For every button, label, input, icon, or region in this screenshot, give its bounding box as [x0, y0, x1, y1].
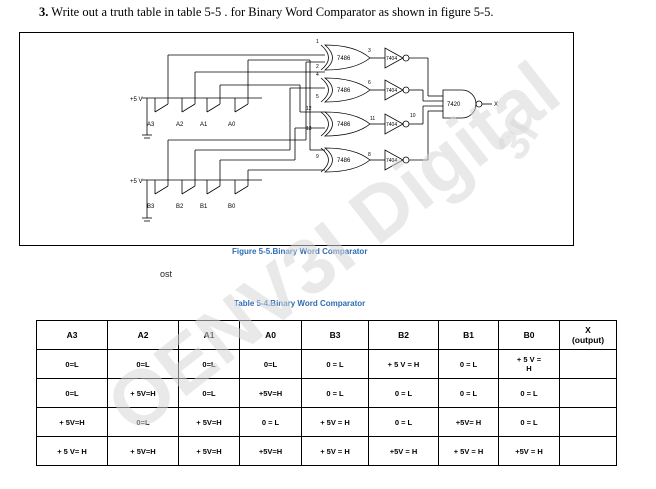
inv-label-2: 7404: [386, 88, 397, 94]
side-note: ost: [160, 269, 173, 279]
table-cell: + 5 V= H: [36, 436, 108, 466]
xnor-label-4: 7486: [337, 158, 351, 164]
pin-4: 4: [316, 72, 319, 78]
xnor-label-3: 7486: [337, 122, 351, 128]
question-number: 3.: [39, 5, 49, 19]
pin-9: 9: [316, 154, 319, 160]
xnor-label-2: 7486: [337, 88, 351, 94]
table-cell: + 5V=H: [178, 407, 240, 437]
table-cell: +5V=H: [239, 378, 302, 408]
table-cell: + 5V=H: [107, 436, 179, 466]
table-cell: +5V = H: [368, 436, 439, 466]
output-cell[interactable]: [559, 349, 617, 379]
header-b3: B3: [301, 320, 369, 350]
table-cell: + 5V=H: [107, 378, 179, 408]
table-cell: +5V = H: [498, 436, 560, 466]
inv-label-3: 7404: [386, 122, 397, 128]
table-cell: +5V= H: [438, 407, 499, 437]
table-row: + 5V=H 0=L + 5V=H 0 = L + 5V = H 0 = L +…: [36, 407, 617, 437]
header-x-sub: (output): [571, 335, 605, 345]
inv-label-4: 7404: [386, 158, 397, 164]
output-x-label: X: [494, 102, 498, 108]
label-a1: A1: [200, 122, 208, 128]
table-cell: 0=L: [178, 349, 240, 379]
question-text: 3. Write out a truth table in table 5-5 …: [39, 5, 494, 20]
table-cell: + 5V=H: [178, 436, 240, 466]
output-cell[interactable]: [559, 436, 617, 466]
header-a3: A3: [36, 320, 108, 350]
inv-label-1: 7404: [386, 56, 397, 62]
table-cell: 0=L: [107, 349, 179, 379]
header-x-label: X: [585, 325, 591, 335]
table-cell: + 5V = H: [438, 436, 499, 466]
pin-3: 3: [368, 48, 371, 54]
table-cell: 0=L: [36, 378, 108, 408]
question-body: Write out a truth table in table 5-5 . f…: [51, 5, 494, 19]
label-a0: A0: [228, 122, 236, 128]
output-cell[interactable]: [559, 378, 617, 408]
supply-top-label: +5 V: [130, 97, 143, 103]
table-header-row: A3 A2 A1 A0 B3 B2 B1 B0 X (output): [36, 320, 617, 350]
label-b1: B1: [200, 204, 208, 210]
table-cell: 0 = L: [239, 407, 302, 437]
label-b2: B2: [176, 204, 184, 210]
table-cell: 0 = L: [301, 349, 369, 379]
nand-label: 7420: [447, 102, 461, 108]
table-cell: 0 = L: [498, 407, 560, 437]
table-cell: 0 = L: [438, 349, 499, 379]
header-b0: B0: [498, 320, 560, 350]
table-cell: 0=L: [178, 378, 240, 408]
table-cell: 0 = L: [301, 378, 369, 408]
pin-2: 2: [316, 64, 319, 70]
table-row: 0=L + 5V=H 0=L +5V=H 0 = L 0 = L 0 = L 0…: [36, 378, 617, 408]
header-a2: A2: [107, 320, 179, 350]
header-a1: A1: [178, 320, 240, 350]
table-cell: + 5 V = H: [498, 349, 560, 379]
header-x: X (output): [559, 320, 617, 350]
supply-bottom-label: +5 V: [130, 179, 143, 185]
pin-1: 1: [316, 39, 319, 45]
truth-table: A3 A2 A1 A0 B3 B2 B1 B0 X (output) 0=L 0…: [36, 320, 617, 466]
output-cell[interactable]: [559, 407, 617, 437]
table-cell: + 5V=H: [36, 407, 108, 437]
table-cell: + 5V = H: [301, 407, 369, 437]
pin-8: 8: [368, 152, 371, 158]
pin-12: 12: [306, 106, 312, 112]
label-a2: A2: [176, 122, 184, 128]
pin-10: 10: [410, 113, 416, 119]
table-cell: + 5 V = H: [368, 349, 439, 379]
table-row: 0=L 0=L 0=L 0=L 0 = L + 5 V = H 0 = L + …: [36, 349, 617, 379]
header-a0: A0: [239, 320, 302, 350]
figure-caption: Figure 5-5.Binary Word Comparator: [232, 247, 368, 256]
pin-5: 5: [316, 94, 319, 100]
table-cell: 0=L: [107, 407, 179, 437]
table-cell: +5V=H: [239, 436, 302, 466]
header-b2: B2: [368, 320, 439, 350]
table-cell: 0 = L: [498, 378, 560, 408]
table-cell-line: H: [526, 364, 532, 373]
table-cell: 0 = L: [368, 407, 439, 437]
label-b3: B3: [147, 204, 155, 210]
pin-6: 6: [368, 80, 371, 86]
table-cell: + 5V = H: [301, 436, 369, 466]
pin-13: 13: [306, 126, 312, 132]
table-caption: Table 5-4.Binary Word Comparator: [234, 299, 366, 308]
label-a3: A3: [147, 122, 155, 128]
table-row: + 5 V= H + 5V=H + 5V=H +5V=H + 5V = H +5…: [36, 436, 617, 466]
table-cell: 0 = L: [368, 378, 439, 408]
table-cell: 0=L: [239, 349, 302, 379]
table-cell: 0=L: [36, 349, 108, 379]
label-b0: B0: [228, 204, 236, 210]
pin-11: 11: [370, 116, 375, 122]
table-cell-line: + 5 V =: [516, 355, 542, 364]
figure-frame: [19, 32, 574, 246]
table-cell: 0 = L: [438, 378, 499, 408]
xnor-label-1: 7486: [337, 56, 351, 62]
header-b1: B1: [438, 320, 499, 350]
